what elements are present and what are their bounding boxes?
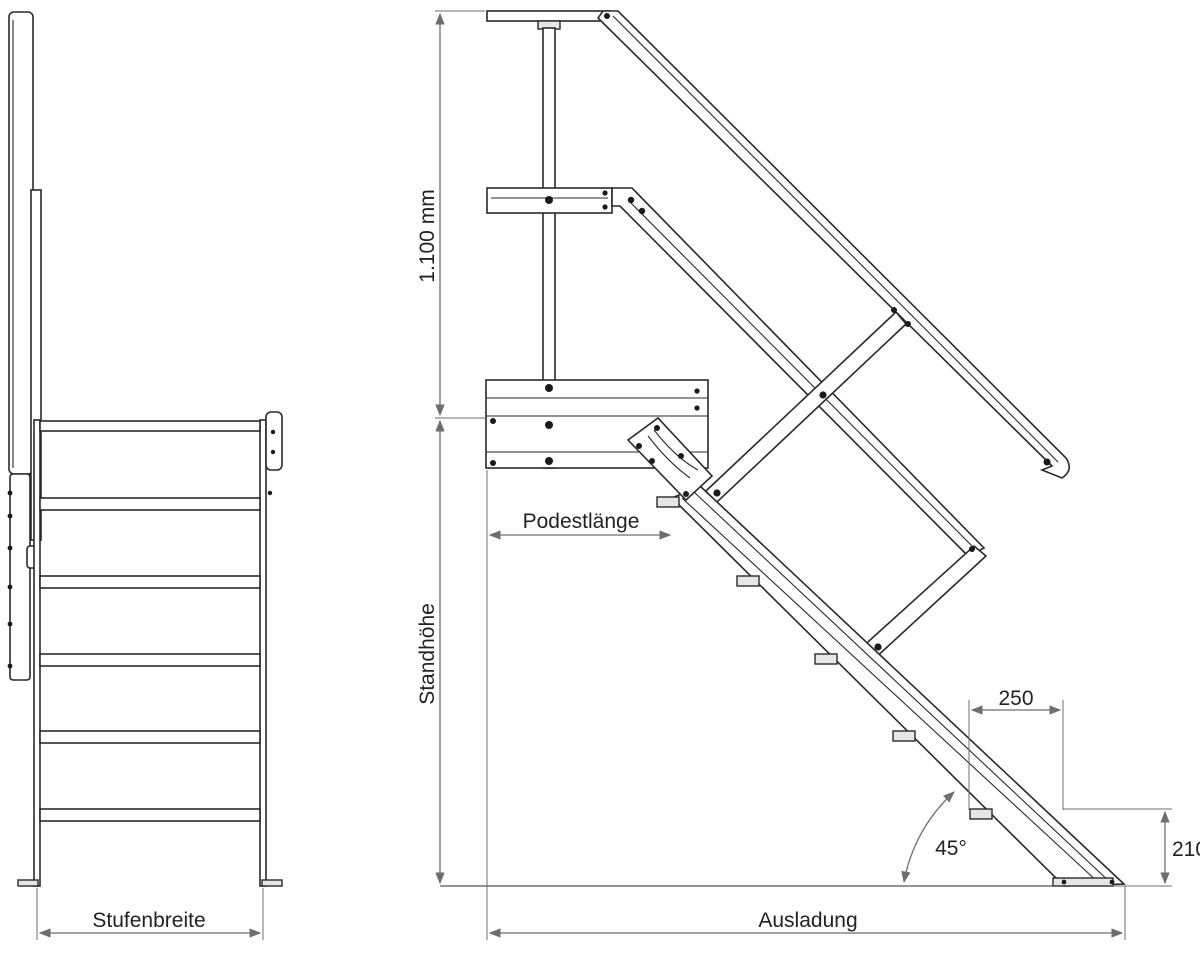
step-depth-label: 250 bbox=[998, 687, 1033, 710]
front-side-bracket bbox=[265, 411, 283, 471]
front-lower-plate bbox=[9, 473, 31, 681]
stufenbreite-label: Stufenbreite bbox=[92, 909, 205, 932]
standhoehe-label: Standhöhe bbox=[416, 603, 439, 705]
side-steps bbox=[656, 496, 1115, 887]
upper-cross-brace bbox=[688, 310, 908, 520]
front-view: Stufenbreite bbox=[7, 11, 283, 940]
front-left-bolts bbox=[7, 490, 13, 669]
front-right-stringer bbox=[259, 419, 267, 887]
step-rise-label: 210 bbox=[1172, 838, 1200, 861]
height-1100-label: 1.100 mm bbox=[416, 189, 439, 282]
front-steps bbox=[39, 420, 261, 822]
connection-plate bbox=[626, 416, 714, 502]
middle-rail bbox=[486, 187, 613, 214]
podestlaenge-label: Podestlänge bbox=[523, 510, 640, 533]
top-handrail-bar bbox=[486, 10, 610, 22]
side-view: 1.100 mm Standhöhe Podestlänge Ausladung… bbox=[416, 10, 1200, 940]
ausladung-label: Ausladung bbox=[758, 909, 857, 932]
stair-stringer bbox=[670, 485, 1126, 887]
front-left-stringer bbox=[33, 419, 41, 887]
angle-label: 45° bbox=[935, 837, 967, 860]
angle-arc bbox=[901, 791, 955, 884]
upper-handrail bbox=[596, 10, 1070, 479]
